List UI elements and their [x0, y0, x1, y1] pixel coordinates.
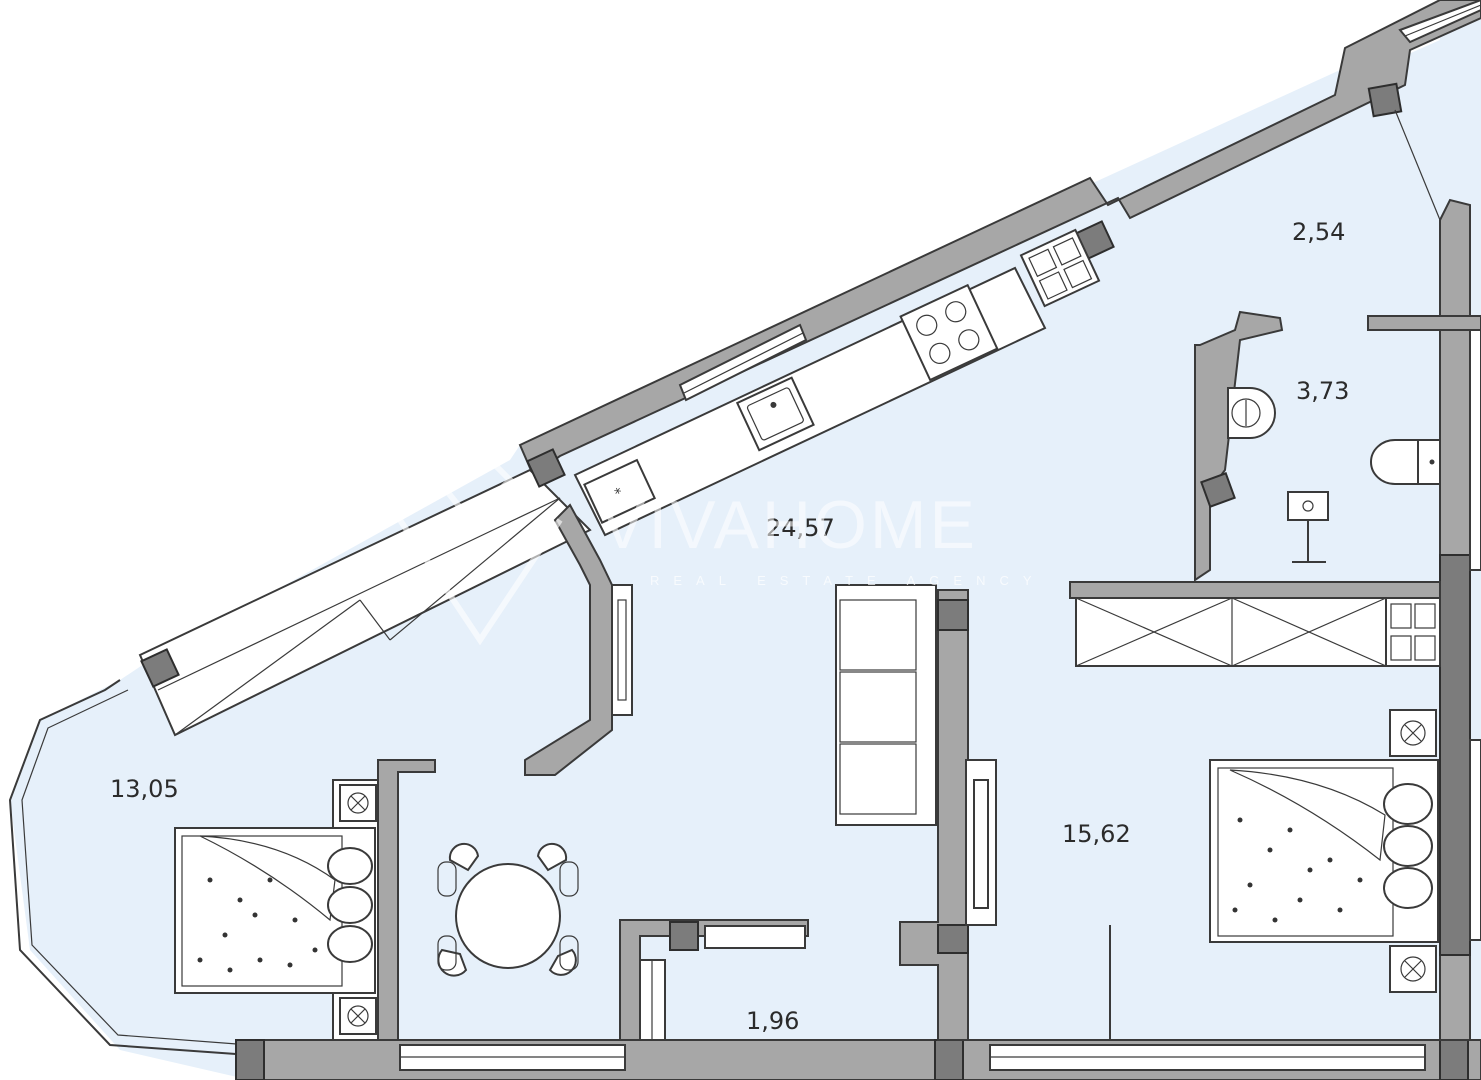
area-label-hall: 2,54	[1292, 218, 1345, 246]
watermark-title: VIVAHOME	[600, 487, 978, 563]
radiator	[611, 584, 633, 716]
area-label-bedroom-left: 13,05	[110, 775, 179, 803]
bed-right	[1209, 709, 1439, 993]
dishwasher-icon: *	[583, 458, 657, 524]
fridge-icon	[1019, 228, 1101, 308]
sink-icon	[735, 376, 815, 452]
stove-icon	[899, 283, 999, 382]
watermark-subtitle: REAL ESTATE AGENCY	[650, 573, 1046, 588]
toilet-icon	[1370, 439, 1441, 485]
sofa	[835, 584, 937, 826]
area-label-living-kitchen: 24,57	[766, 514, 835, 542]
area-label-bedroom-right: 15,62	[1062, 820, 1131, 848]
watermark: VIVAHOME REAL ESTATE AGENCY	[397, 436, 1046, 646]
dining-table	[437, 842, 579, 977]
area-label-bathroom: 3,73	[1296, 377, 1349, 405]
area-labels: 24,57 2,54 3,73 13,05 15,62 1,96	[110, 218, 1349, 1035]
watermark-logo-icon	[397, 436, 563, 646]
wardrobe	[1075, 597, 1441, 667]
washbasin-icon	[1227, 387, 1276, 439]
diagonal-window	[138, 468, 592, 737]
shower-icon	[1287, 491, 1329, 563]
bay-window	[8, 679, 251, 1056]
bed-left	[174, 784, 377, 1035]
kitchen-counter: *	[573, 228, 1101, 537]
area-label-closet: 1,96	[746, 1007, 799, 1035]
